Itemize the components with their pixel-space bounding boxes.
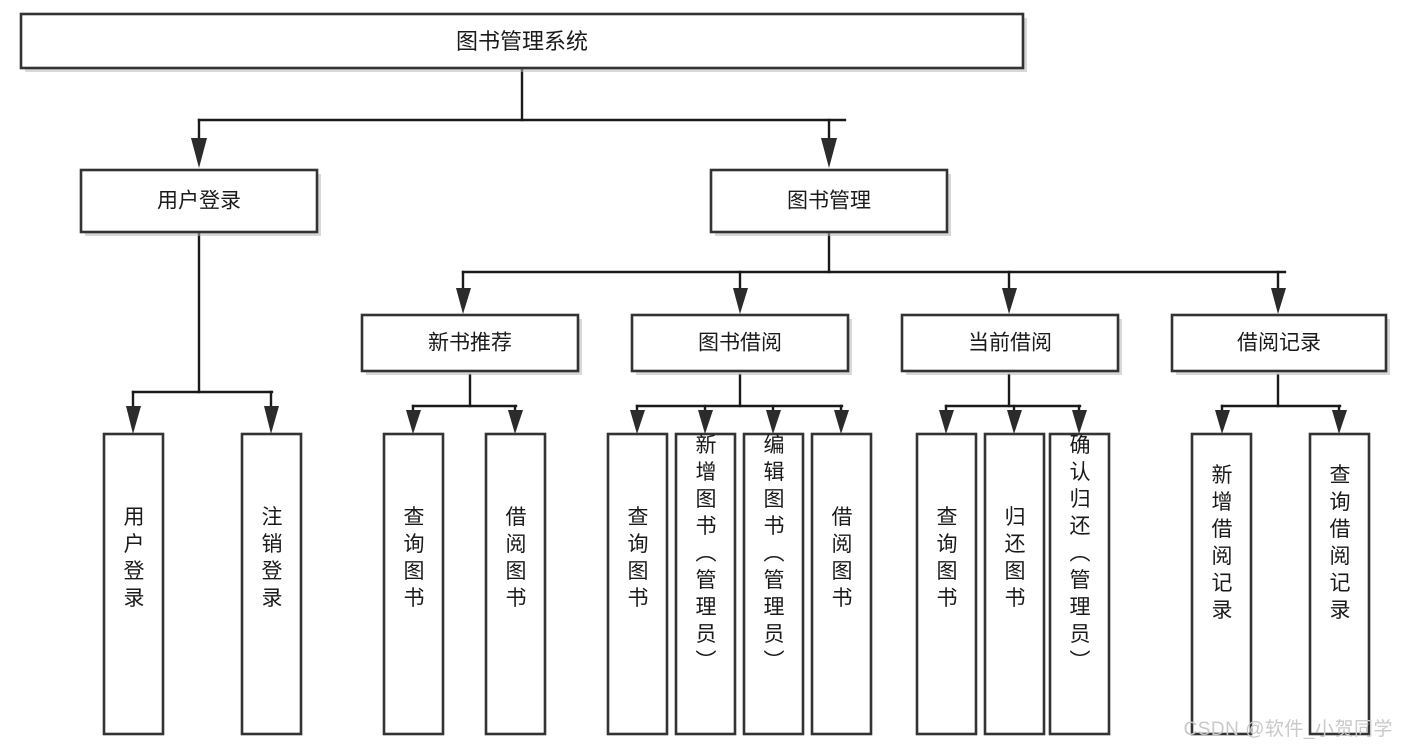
node-leaf-edit-book[interactable]: 编辑图书︵管理员︶ — [742, 432, 805, 736]
node-leaf-confirm-return-box — [1048, 432, 1111, 736]
node-book-borrow-box — [630, 313, 850, 373]
node-leaf-borrow-book-2[interactable]: 借阅图书 — [810, 432, 873, 736]
node-book-manage-label: 图书管理 — [787, 190, 871, 213]
node-root-box — [19, 12, 1025, 70]
node-borrow-record[interactable]: 借阅记录 — [1170, 313, 1390, 375]
arrowhead-leaf-return-book — [1007, 410, 1022, 434]
arrowhead-leaf-query-book-3 — [939, 410, 954, 434]
arrowhead-new-book-recommend — [456, 288, 471, 314]
node-leaf-add-record[interactable]: 新增借阅记录 — [1190, 432, 1253, 736]
arrowhead-book-manage — [821, 138, 837, 168]
node-leaf-borrow-book-2-label: 借阅图书 — [832, 506, 853, 610]
node-leaf-query-book-1[interactable]: 查询图书 — [382, 432, 445, 736]
node-book-borrow[interactable]: 图书借阅 — [630, 313, 852, 375]
node-leaf-add-book[interactable]: 新增图书︵管理员︶ — [674, 432, 737, 736]
node-leaf-query-book-2-box — [606, 432, 669, 736]
node-leaf-borrow-book-1-box — [484, 432, 547, 736]
node-leaf-query-record-box — [1308, 432, 1371, 736]
arrowhead-leaf-query-book-1 — [406, 410, 421, 434]
node-leaf-return-book-label: 归还图书 — [1005, 506, 1026, 610]
node-leaf-logout-login-box — [240, 432, 303, 736]
arrowhead-user-login — [191, 138, 207, 168]
node-leaf-add-record-label: 新增借阅记录 — [1212, 464, 1233, 622]
node-leaf-borrow-book-1[interactable]: 借阅图书 — [484, 432, 547, 736]
node-leaf-confirm-return[interactable]: 确认归还︵管理员︶ — [1048, 432, 1111, 736]
node-root-label: 图书管理系统 — [456, 29, 588, 54]
node-current-borrow-label: 当前借阅 — [968, 332, 1052, 355]
node-leaf-add-book-label: 新增图书︵管理员︶ — [696, 434, 717, 673]
node-leaf-query-book-2-label: 查询图书 — [628, 506, 649, 610]
node-leaf-query-book-1-box — [382, 432, 445, 736]
arrowhead-leaf-user-login — [126, 406, 141, 434]
arrowhead-leaf-borrow-book-2 — [834, 410, 849, 434]
edge-layer — [126, 66, 1347, 434]
node-leaf-user-login[interactable]: 用户登录 — [102, 432, 165, 736]
node-leaf-logout-login[interactable]: 注销登录 — [240, 432, 303, 736]
node-leaf-logout-login-label: 注销登录 — [262, 506, 283, 610]
node-leaf-return-book[interactable]: 归还图书 — [983, 432, 1046, 736]
node-root[interactable]: 图书管理系统 — [19, 12, 1027, 72]
node-new-book-recommend-box — [360, 313, 580, 373]
node-leaf-query-book-3-box — [915, 432, 978, 736]
node-user-login[interactable]: 用户登录 — [79, 168, 321, 236]
arrowhead-leaf-query-record — [1332, 410, 1347, 434]
node-book-manage[interactable]: 图书管理 — [709, 168, 951, 236]
arrowhead-leaf-add-book — [698, 410, 713, 434]
node-leaf-query-book-2[interactable]: 查询图书 — [606, 432, 669, 736]
arrowhead-leaf-logout-login — [264, 406, 279, 434]
node-book-borrow-label: 图书借阅 — [698, 332, 782, 355]
arrowhead-leaf-edit-book — [766, 410, 781, 434]
node-leaf-query-record-label: 查询借阅记录 — [1330, 464, 1351, 622]
node-leaf-user-login-box — [102, 432, 165, 736]
node-book-manage-box — [709, 168, 949, 234]
node-leaf-query-book-3[interactable]: 查询图书 — [915, 432, 978, 736]
node-leaf-query-book-3-label: 查询图书 — [937, 506, 958, 610]
arrowhead-leaf-add-record — [1215, 410, 1230, 434]
node-new-book-recommend-label: 新书推荐 — [428, 332, 512, 355]
node-current-borrow-box — [900, 313, 1120, 373]
node-new-book-recommend[interactable]: 新书推荐 — [360, 313, 582, 375]
arrowhead-current-borrow — [1002, 288, 1017, 314]
node-leaf-borrow-book-2-box — [810, 432, 873, 736]
arrowhead-borrow-record — [1271, 288, 1286, 314]
arrowhead-leaf-borrow-book-1 — [508, 410, 523, 434]
node-leaf-query-record[interactable]: 查询借阅记录 — [1308, 432, 1371, 736]
node-leaf-borrow-book-1-label: 借阅图书 — [506, 506, 527, 610]
node-leaf-edit-book-box — [742, 432, 805, 736]
node-leaf-edit-book-label: 编辑图书︵管理员︶ — [764, 434, 785, 673]
node-leaf-return-book-box — [983, 432, 1046, 736]
node-user-login-box — [79, 168, 319, 234]
node-current-borrow[interactable]: 当前借阅 — [900, 313, 1122, 375]
node-leaf-query-book-1-label: 查询图书 — [404, 506, 425, 610]
node-borrow-record-label: 借阅记录 — [1237, 332, 1321, 355]
node-leaf-confirm-return-label: 确认归还︵管理员︶ — [1070, 434, 1091, 673]
node-user-login-label: 用户登录 — [157, 190, 241, 213]
node-leaf-add-record-box — [1190, 432, 1253, 736]
arrowhead-leaf-query-book-2 — [630, 410, 645, 434]
node-leaf-add-book-box — [674, 432, 737, 736]
node-borrow-record-box — [1170, 313, 1388, 373]
node-leaf-user-login-label: 用户登录 — [124, 506, 145, 610]
arrowhead-book-borrow — [733, 288, 748, 314]
arrowhead-leaf-confirm-return — [1072, 410, 1087, 434]
